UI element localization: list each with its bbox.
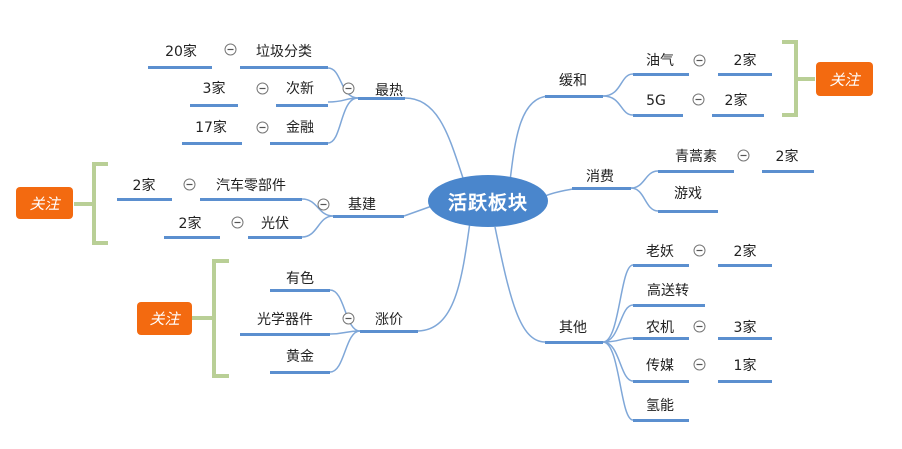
easing-item-2[interactable]: 5G: [646, 93, 666, 109]
infra-count-2: 2家: [178, 216, 202, 232]
other-count-4: 1家: [733, 358, 757, 374]
central-node[interactable]: 活跃板块: [428, 175, 548, 227]
collapse-icon[interactable]: [256, 121, 269, 134]
other-item-1[interactable]: 老妖: [646, 244, 674, 260]
other-item-4[interactable]: 传媒: [646, 358, 674, 374]
collapse-icon[interactable]: [183, 178, 196, 191]
other-count-1: 2家: [733, 244, 757, 260]
collapse-icon[interactable]: [737, 149, 750, 162]
branch-infra-label[interactable]: 基建: [348, 197, 376, 213]
other-count-3: 3家: [733, 320, 757, 336]
easing-item-1[interactable]: 油气: [646, 53, 674, 69]
branch-other-label[interactable]: 其他: [559, 320, 587, 336]
collapse-icon[interactable]: [231, 216, 244, 229]
hottest-count-3: 17家: [195, 120, 227, 136]
focus-tag[interactable]: 关注: [137, 302, 192, 335]
branch-price-up-label[interactable]: 涨价: [375, 312, 403, 328]
hottest-item-1[interactable]: 垃圾分类: [256, 44, 312, 60]
collapse-icon[interactable]: [693, 54, 706, 67]
branch-hottest-line: [358, 97, 405, 100]
focus-tag[interactable]: 关注: [816, 62, 873, 96]
easing-count-2: 2家: [724, 93, 748, 109]
consumption-item-2[interactable]: 游戏: [674, 186, 702, 202]
infra-item-2[interactable]: 光伏: [261, 216, 289, 232]
infra-item-1[interactable]: 汽车零部件: [216, 178, 286, 194]
branch-easing-label[interactable]: 缓和: [559, 73, 587, 89]
hottest-item-3[interactable]: 金融: [286, 120, 314, 136]
link-infra: [403, 205, 433, 217]
branch-consumption-label[interactable]: 消费: [586, 169, 614, 185]
collapse-icon[interactable]: [256, 82, 269, 95]
hottest-count-2: 3家: [202, 81, 226, 97]
infra-count-1: 2家: [132, 178, 156, 194]
link-price-up: [417, 221, 471, 332]
other-item-5[interactable]: 氢能: [646, 398, 674, 414]
price-up-item-3[interactable]: 黄金: [286, 349, 314, 365]
easing-count-1: 2家: [733, 53, 757, 69]
collapse-icon[interactable]: [317, 198, 330, 211]
link-other: [494, 226, 546, 343]
other-item-3[interactable]: 农机: [646, 320, 674, 336]
collapse-icon[interactable]: [342, 82, 355, 95]
consumption-item-1[interactable]: 青蒿素: [675, 149, 717, 165]
collapse-icon[interactable]: [692, 93, 705, 106]
link-easing: [509, 95, 551, 182]
collapse-icon[interactable]: [693, 244, 706, 257]
price-up-item-2[interactable]: 光学器件: [257, 312, 313, 328]
hottest-item-2[interactable]: 次新: [286, 81, 314, 97]
bracket-right: [782, 40, 798, 117]
price-up-item-1[interactable]: 有色: [286, 271, 314, 287]
consumption-count-1: 2家: [775, 149, 799, 165]
branch-hottest-label[interactable]: 最热: [375, 83, 403, 99]
bracket-infra: [92, 162, 108, 245]
collapse-icon[interactable]: [224, 43, 237, 56]
link-hottest: [404, 97, 466, 185]
bracket-price: [212, 259, 229, 378]
hottest-count-1: 20家: [165, 44, 197, 60]
collapse-icon[interactable]: [693, 320, 706, 333]
collapse-icon[interactable]: [693, 358, 706, 371]
focus-tag[interactable]: 关注: [16, 187, 73, 219]
collapse-icon[interactable]: [342, 312, 355, 325]
other-item-2[interactable]: 高送转: [647, 283, 689, 299]
